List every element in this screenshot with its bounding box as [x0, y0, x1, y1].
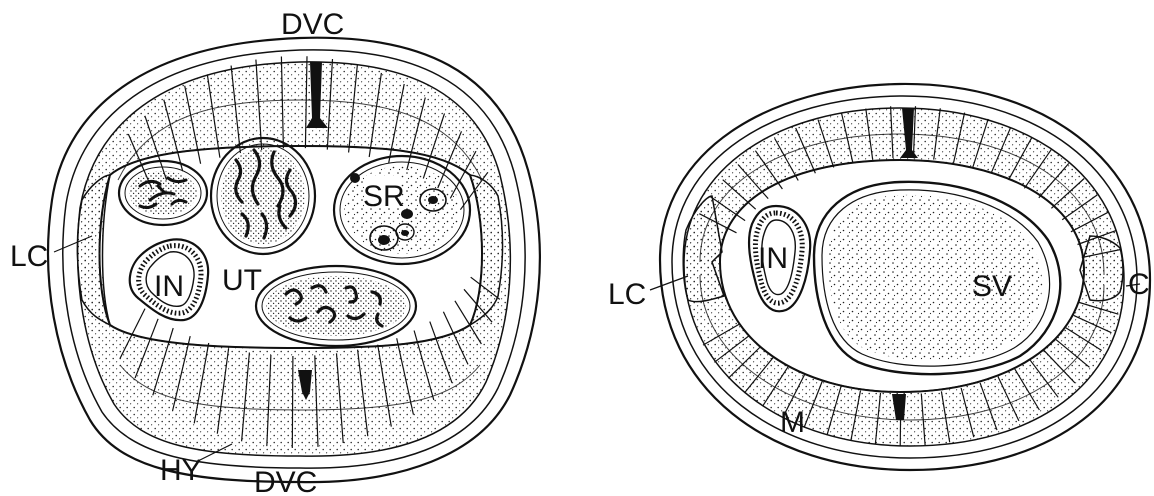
right-label-sv: SV	[972, 270, 1012, 303]
right-seminal-vesicle	[814, 182, 1060, 374]
left-label-lc: LC	[10, 240, 48, 273]
left-oocyte-large	[211, 138, 315, 254]
left-muscle-layer	[78, 62, 511, 456]
left-label-ut: UT	[222, 264, 262, 297]
right-label-lc: LC	[608, 278, 646, 311]
left-label-in: IN	[154, 270, 184, 303]
left-oocyte-bottom	[256, 266, 416, 346]
right-lc-leader-line	[650, 276, 688, 290]
left-label-dvc-top: DVC	[281, 8, 344, 41]
right-label-m: M	[780, 406, 805, 439]
right-label-in: IN	[758, 242, 788, 275]
left-label-dvc-bottom: DVC	[254, 466, 317, 496]
left-label-hy: HY	[160, 454, 202, 487]
right-cross-section: LC IN SV C M	[608, 84, 1150, 470]
left-cross-section: DVC DVC LC IN UT SR HY	[10, 8, 540, 496]
right-lateral-cord-right	[1080, 236, 1123, 301]
left-label-sr: SR	[363, 180, 405, 213]
right-label-c: C	[1128, 268, 1150, 301]
